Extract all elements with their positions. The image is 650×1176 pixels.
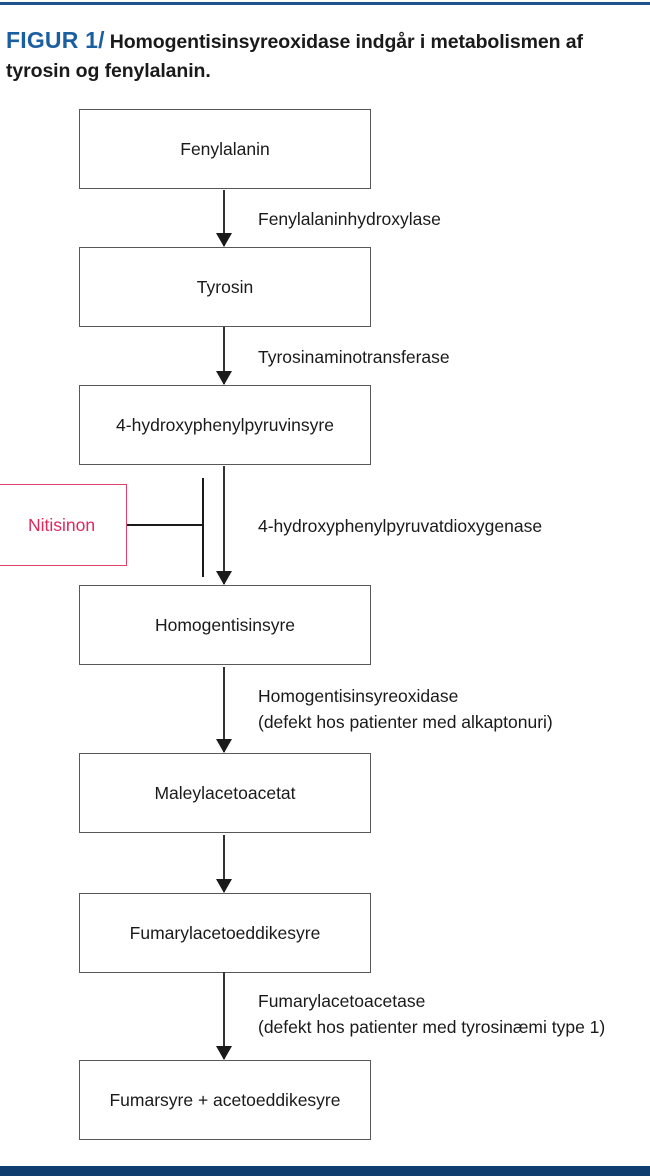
enzyme-note-line-2: (defekt hos patienter med tyrosinæmi typ…: [258, 1017, 606, 1037]
node-label: Tyrosin: [196, 276, 254, 297]
node-label: Maleylacetoacetat: [154, 782, 296, 803]
enzyme-name-line-1: Fenylalaninhydroxylase: [258, 209, 441, 229]
arrow-fenylalanin-to-tyrosin: [216, 190, 232, 247]
bottom-rule: [0, 1166, 650, 1176]
arrowhead-icon: [216, 571, 232, 585]
inhibition-connector-line: [126, 524, 204, 527]
edge-label-fumarylacetoacetase: Fumarylacetoacetase (defekt hos patiente…: [258, 988, 605, 1040]
arrowhead-icon: [216, 879, 232, 893]
node-label: 4-hydroxyphenylpyruvinsyre: [116, 414, 334, 435]
inhibition-tbar-icon: [202, 478, 205, 577]
arrow-hydroxyphenylpyruvinsyre-to-homogentisinsyre: [216, 466, 232, 585]
top-rule: [0, 2, 650, 5]
figure-caption: Homogentisinsyreoxidase indgår i metabol…: [6, 31, 583, 82]
node-label: Fumarylacetoeddikesyre: [129, 922, 321, 943]
figure-title-separator: /: [98, 27, 105, 53]
arrowhead-icon: [216, 233, 232, 247]
figure-number: FIGUR 1: [6, 27, 99, 53]
enzyme-name-line-1: 4-hydroxyphenylpyruvatdioxygenase: [258, 516, 543, 536]
node-homogentisinsyre: Homogentisinsyre: [79, 585, 371, 665]
node-fenylalanin: Fenylalanin: [79, 109, 371, 189]
enzyme-name-line-1: Tyrosinaminotransferase: [258, 347, 450, 367]
figure-title: FIGUR 1/ Homogentisinsyreoxidase indgår …: [6, 26, 644, 86]
arrow-fumarylacetoeddikesyre-to-fumarsyre: [216, 972, 232, 1060]
node-label: Fumarsyre + acetoeddikesyre: [109, 1089, 341, 1110]
edge-label-homogentisinsyreoxidase: Homogentisinsyreoxidase (defekt hos pati…: [258, 683, 553, 735]
enzyme-note-line-2: (defekt hos patienter med alkaptonuri): [258, 712, 553, 732]
inhibitor-label: Nitisinon: [27, 514, 96, 535]
arrow-tyrosin-to-hydroxyphenylpyruvinsyre: [216, 327, 232, 385]
node-tyrosin: Tyrosin: [79, 247, 371, 327]
node-fumarylacetoeddikesyre: Fumarylacetoeddikesyre: [79, 893, 371, 973]
node-label: Homogentisinsyre: [154, 614, 296, 635]
arrow-homogentisinsyre-to-maleylacetoacetat: [216, 667, 232, 753]
node-label: Fenylalanin: [180, 138, 270, 159]
edge-label-tyrosinaminotransferase: Tyrosinaminotransferase: [258, 344, 450, 370]
enzyme-name-line-1: Homogentisinsyreoxidase: [258, 686, 459, 706]
enzyme-name-line-1: Fumarylacetoacetase: [258, 991, 426, 1011]
arrowhead-icon: [216, 739, 232, 753]
node-hydroxyphenylpyruvinsyre: 4-hydroxyphenylpyruvinsyre: [79, 385, 371, 465]
node-maleylacetoacetat: Maleylacetoacetat: [79, 753, 371, 833]
edge-label-fenylalaninhydroxylase: Fenylalaninhydroxylase: [258, 206, 441, 232]
node-fumarsyre-acetoeddikesyre: Fumarsyre + acetoeddikesyre: [79, 1060, 371, 1140]
arrow-maleylacetoacetat-to-fumarylacetoeddikesyre: [216, 835, 232, 893]
inhibitor-nitisinon: Nitisinon: [0, 484, 127, 566]
edge-label-hydroxyphenylpyruvatdioxygenase: 4-hydroxyphenylpyruvatdioxygenase: [258, 513, 542, 539]
arrowhead-icon: [216, 1046, 232, 1060]
arrowhead-icon: [216, 371, 232, 385]
